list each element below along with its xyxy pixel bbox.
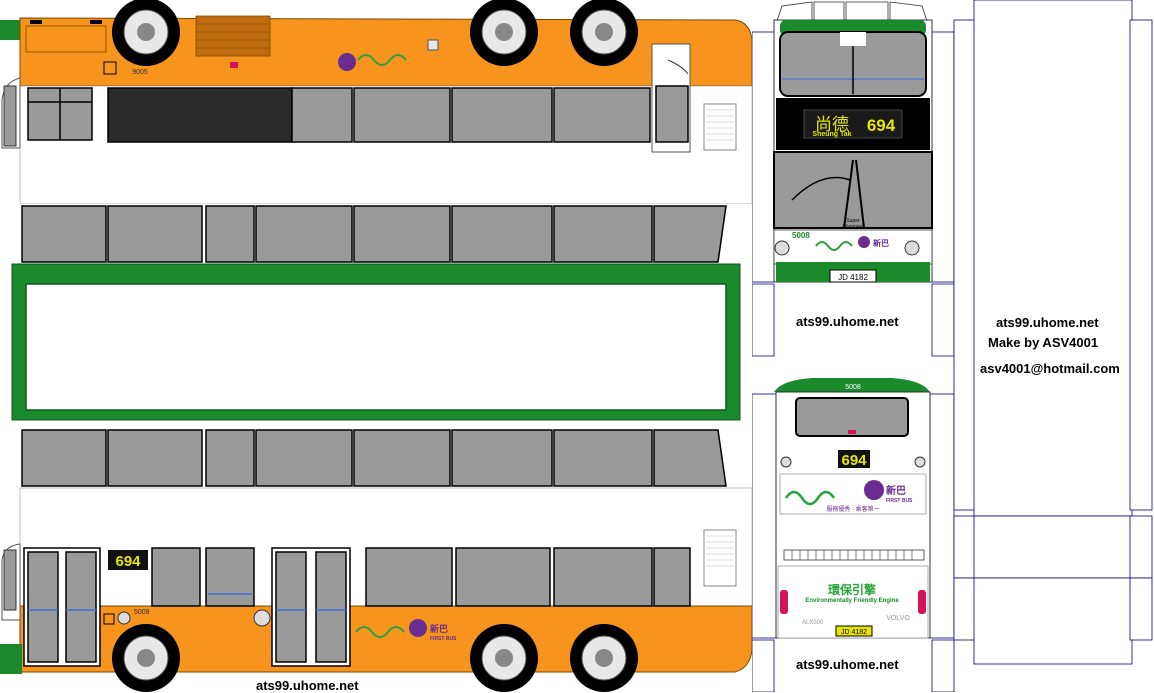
- wheel-bottom-front: [112, 624, 180, 692]
- middle-door: [271, 547, 351, 667]
- side-route-display: [108, 550, 148, 570]
- credit-site-side: ats99.uhome.net: [256, 678, 359, 693]
- destination-english: Sheung Tak: [812, 131, 851, 138]
- roof-panel: [11, 263, 741, 421]
- credit-email: asv4001@hotmail.com: [980, 361, 1120, 376]
- rear-vent-top: [703, 103, 737, 151]
- glue-tab-strips: [953, 0, 1153, 665]
- credit-site-strip: ats99.uhome.net: [996, 315, 1099, 330]
- reflector: [230, 62, 238, 68]
- operator-logo-top: [338, 53, 407, 71]
- bus-front-rear-panels: 尚德 Sheung Tak 694 Super Olympian 5008 新巴…: [752, 1, 955, 692]
- upper-deck-windows-top: [21, 204, 752, 263]
- wheel-top-front: [112, 0, 180, 66]
- front-face: 尚德 Sheung Tak 694 Super Olympian 5008 新巴…: [752, 1, 955, 357]
- lower-side-panel: 694 5008 新巴 FIRST B: [0, 429, 753, 692]
- eco-chinese: 環保引擎: [828, 582, 876, 597]
- fuel-cap: [103, 61, 117, 75]
- svg-text:FIRST BUS: FIRST BUS: [886, 498, 913, 504]
- svg-text:新巴: 新巴: [886, 484, 906, 497]
- wheel-top-rear: [570, 0, 638, 66]
- wheel-bottom-mid: [470, 624, 538, 692]
- front-registration: JD 4182: [838, 273, 868, 282]
- rear-fleet-number: 5008: [845, 384, 861, 391]
- front-fleet-number: 5008: [792, 231, 810, 240]
- side-fleet-number: 5008: [134, 609, 150, 616]
- upper-side-panel: 9005: [0, 0, 753, 263]
- small-badge: [427, 39, 439, 51]
- credit-site-front: ats99.uhome.net: [796, 314, 899, 329]
- front-route-number: 694: [867, 116, 896, 135]
- wheel-top-mid: [470, 0, 538, 66]
- front-glass-top: [3, 85, 17, 147]
- rear-face: 5008 694 新巴 FIRST BUS 服務優秀 · 乘客第一 環保引擎 E: [752, 378, 955, 692]
- svg-text:新巴: 新巴: [430, 623, 448, 634]
- operator-logo-side: 新巴 FIRST BUS: [355, 619, 457, 642]
- rear-registration: JD 4182: [841, 629, 867, 636]
- engine-grille: [195, 15, 271, 57]
- green-corner-top-left: [0, 20, 22, 40]
- wheel-bottom-rear: [570, 624, 638, 692]
- dark-window: [107, 87, 293, 143]
- rear-maker-badge: VOLVO: [886, 615, 910, 622]
- svg-text:Olympian: Olympian: [842, 224, 863, 230]
- fleet-number-top: 9005: [132, 69, 148, 76]
- front-door: [23, 547, 101, 667]
- svg-text:新巴: 新巴: [873, 238, 889, 248]
- rear-window: [795, 397, 909, 437]
- eco-english: Environmentally Friendly Engine: [805, 598, 899, 604]
- svg-text:FIRST BUS: FIRST BUS: [430, 636, 457, 642]
- rear-model-badge: ALX500: [802, 620, 824, 626]
- bus-side-panels: 9005: [0, 0, 753, 692]
- side-route-number: 694: [115, 553, 141, 570]
- svg-text:Super: Super: [846, 218, 860, 224]
- rear-route-number: 694: [841, 452, 867, 469]
- svg-text:服務優秀 · 乘客第一: 服務優秀 · 乘客第一: [826, 505, 879, 513]
- rear-route-display: [838, 450, 870, 468]
- lower-windscreen: [773, 151, 933, 229]
- credit-site-rear: ats99.uhome.net: [796, 657, 899, 672]
- green-corner-bottom-left: [0, 644, 22, 674]
- upper-deck-windows-bottom: [21, 429, 727, 487]
- credit-maker: Make by ASV4001: [988, 335, 1099, 350]
- access-panel: [25, 25, 107, 53]
- destination-chinese: 尚德: [815, 115, 849, 134]
